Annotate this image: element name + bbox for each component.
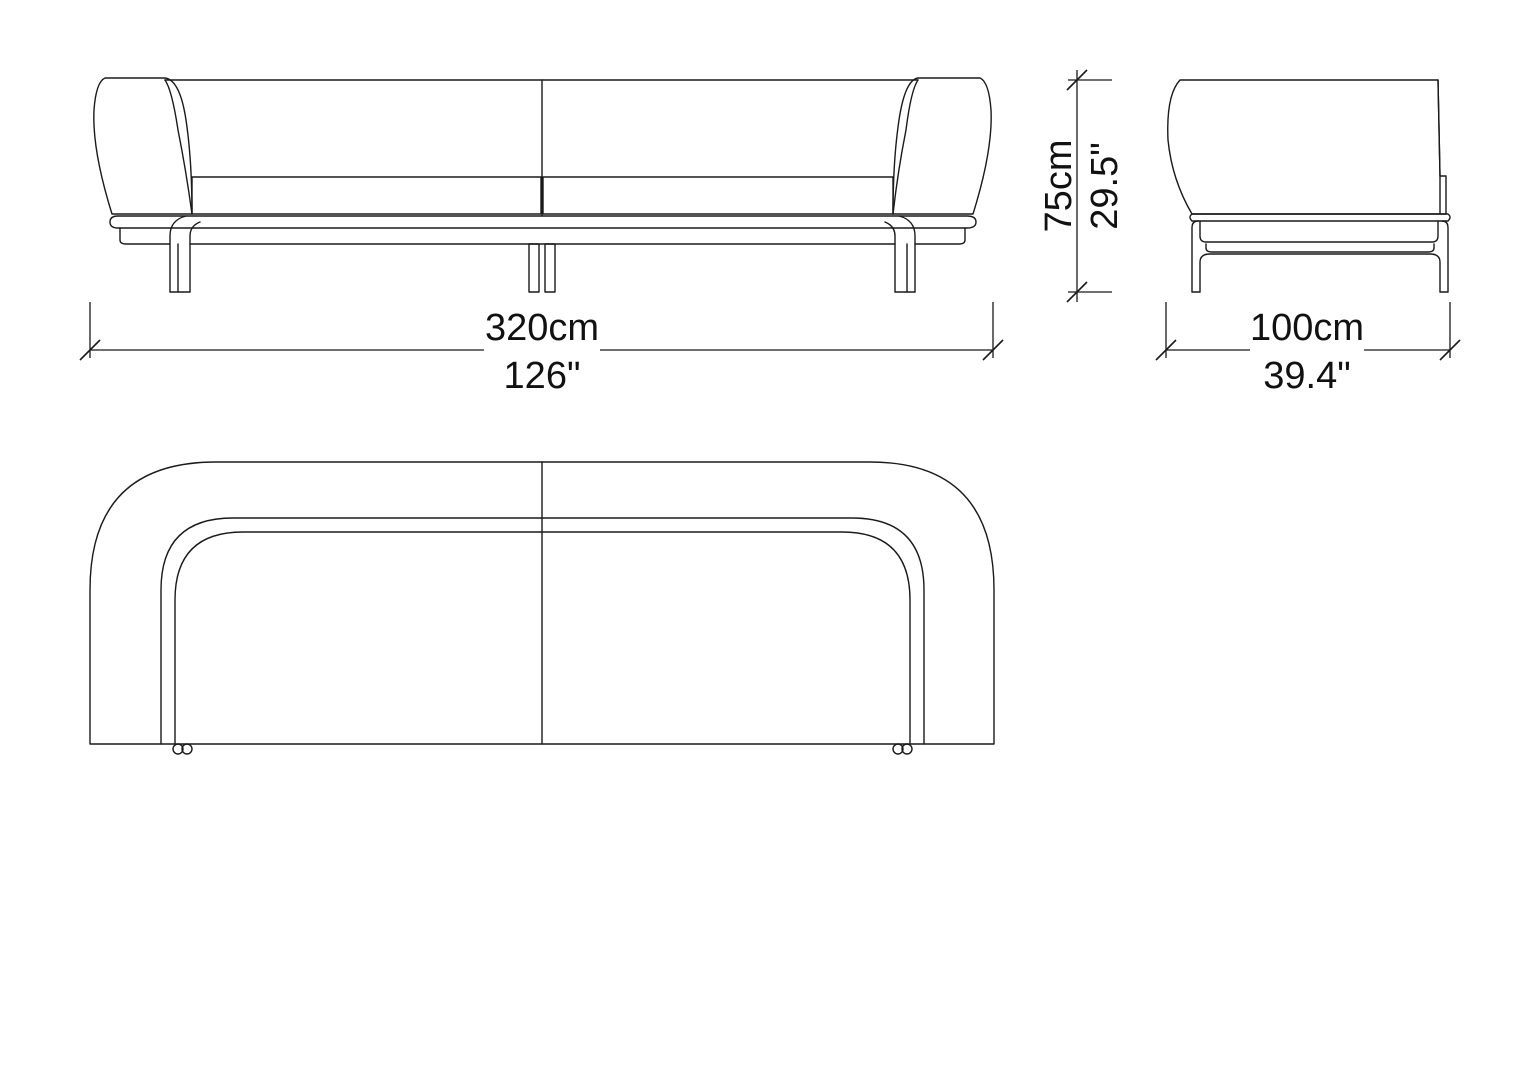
depth-imperial-label: 39.4" — [1263, 355, 1350, 397]
depth-dimension: 100cm 39.4" — [1155, 302, 1461, 397]
depth-metric-label: 100cm — [1250, 307, 1364, 349]
width-imperial-label: 126" — [504, 355, 581, 397]
front-view — [93, 77, 992, 293]
top-view — [89, 461, 995, 755]
height-imperial-label: 29.5" — [1084, 142, 1126, 229]
height-dimension: 75cm 29.5" — [1038, 69, 1126, 303]
height-metric-label: 75cm — [1038, 140, 1080, 233]
width-metric-label: 320cm — [485, 307, 599, 349]
side-view — [1167, 79, 1451, 293]
width-dimension: 320cm 126" — [79, 302, 1004, 397]
